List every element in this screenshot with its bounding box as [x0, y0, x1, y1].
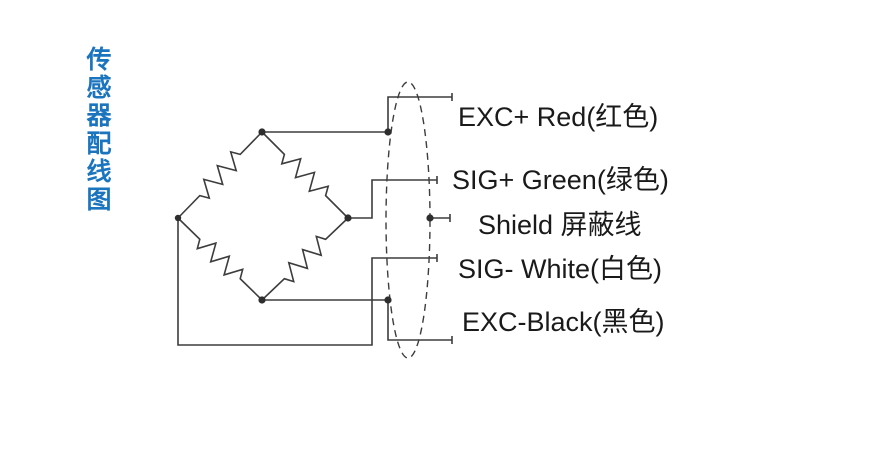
wire-label-shield: Shield 屏蔽线	[478, 210, 642, 240]
resistor-bottom-right-icon	[261, 217, 349, 301]
wire-exc-plus	[262, 96, 452, 133]
wire-sig-plus	[348, 179, 437, 219]
junction-dot	[258, 296, 266, 304]
wheatstone-bridge	[177, 131, 349, 301]
resistor-bottom-left-icon	[177, 217, 263, 301]
wire-label-sig-plus: SIG+ Green(绿色)	[452, 165, 669, 195]
junction-dot	[384, 296, 392, 304]
wire-sig-minus	[177, 218, 437, 346]
junction-dot	[174, 214, 182, 222]
wire-label-exc-minus: EXC-Black(黑色)	[462, 307, 665, 337]
terminal-ticks	[436, 93, 453, 344]
junction-dots	[174, 128, 434, 304]
wire-label-exc-plus: EXC+ Red(红色)	[458, 102, 659, 132]
wires	[177, 93, 453, 346]
junction-dot	[384, 128, 392, 136]
resistor-top-left-icon	[177, 131, 263, 219]
junction-dot	[344, 214, 352, 222]
wire-exc-minus	[262, 299, 452, 341]
shield-junction-dot	[426, 214, 434, 222]
diagram-title: 传感器配线图	[83, 46, 111, 214]
junction-dot	[258, 128, 266, 136]
wire-label-sig-minus: SIG- White(白色)	[458, 254, 663, 284]
cable-sheath-ellipse-icon	[385, 81, 431, 359]
resistor-top-right-icon	[261, 131, 349, 219]
